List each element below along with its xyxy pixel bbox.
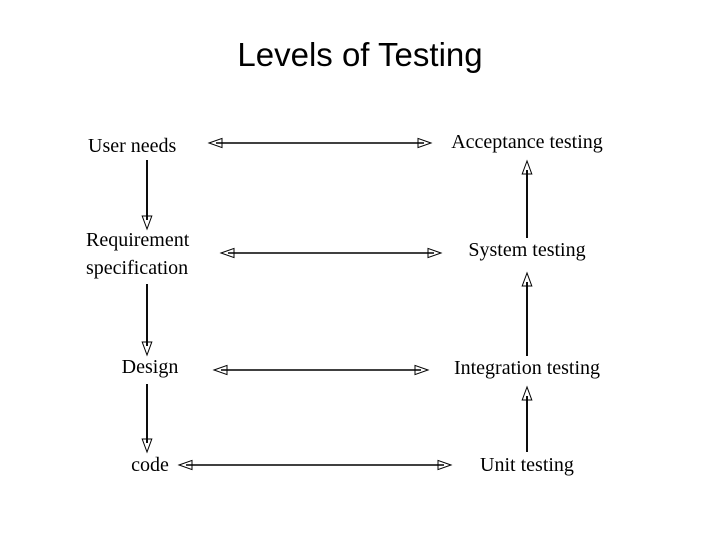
page-title: Levels of Testing: [237, 36, 483, 73]
connector-user-needs-to-requirement-spec: [141, 160, 153, 231]
node-system-testing: System testing: [468, 239, 586, 261]
node-requirement-specification: Requirement specification: [86, 229, 190, 279]
connector-requirement-spec-to-design: [141, 284, 153, 357]
node-code: code: [131, 454, 169, 476]
node-unit-testing: Unit testing: [480, 454, 574, 476]
connector-system-testing-to-acceptance-testing: [521, 159, 533, 238]
node-design: Design: [121, 356, 179, 378]
node-integration-testing: Integration testing: [453, 357, 601, 379]
connector-unit-testing-to-integration-testing: [521, 385, 533, 452]
connector-design-to-code: [141, 384, 153, 454]
node-acceptance-testing: Acceptance testing: [451, 131, 603, 153]
connector-design-integration-testing: [212, 364, 430, 376]
connector-integration-testing-to-system-testing: [521, 271, 533, 356]
node-user-needs: User needs: [88, 135, 177, 157]
